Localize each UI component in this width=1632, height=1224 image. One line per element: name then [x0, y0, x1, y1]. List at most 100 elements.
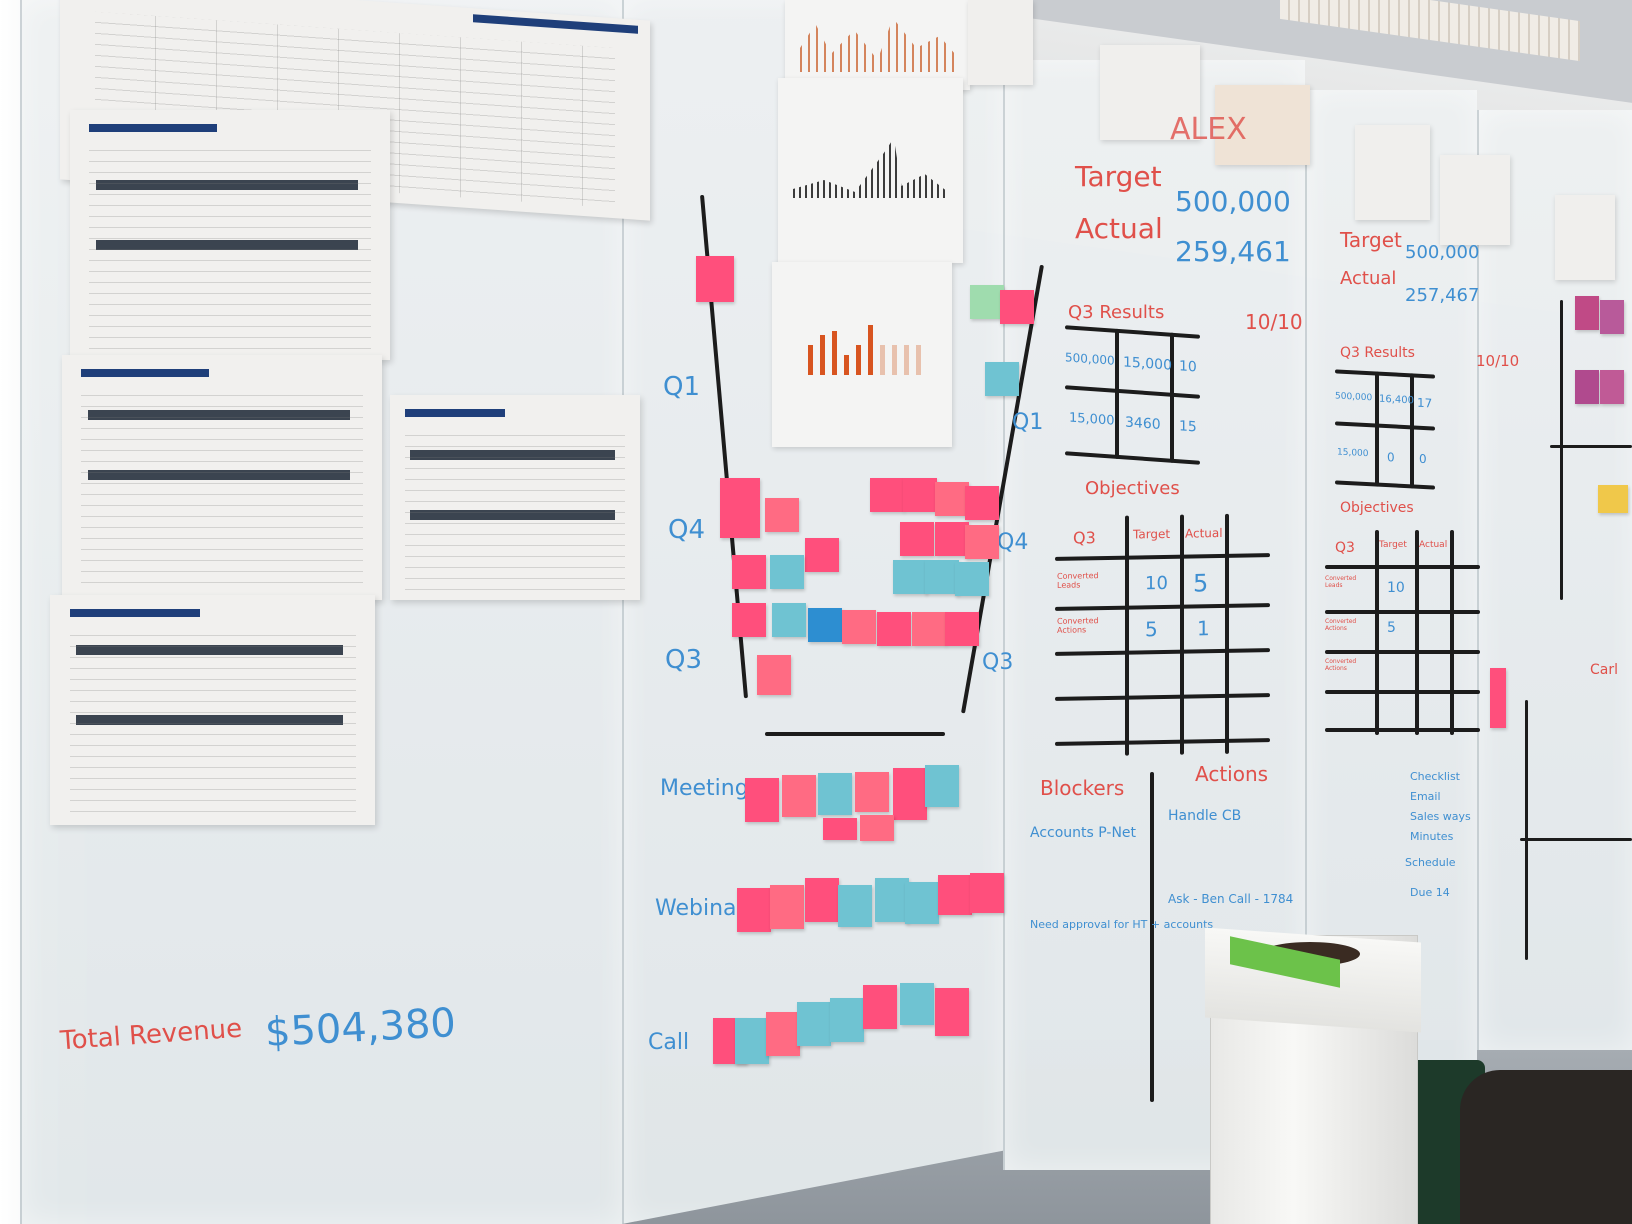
- board-c-axis-vertical-2: [1525, 700, 1528, 960]
- funnel-label-q4-right: Q4: [997, 530, 1029, 555]
- sticky-note: [737, 888, 771, 932]
- hung-sheet-2: [1100, 45, 1200, 140]
- sticky-note: [855, 772, 889, 812]
- ceiling-light: [1280, 0, 1580, 62]
- board-b-q3-grid: 500,000 16,400 17 15,000 0 0: [1335, 369, 1435, 490]
- board-b-actual-value: 257,467: [1405, 285, 1480, 306]
- sticky-note: [808, 608, 842, 642]
- printed-report-4: [50, 595, 375, 825]
- obj-header: Target: [1133, 526, 1171, 542]
- sticky-note: [1598, 485, 1628, 513]
- sticky-note: [757, 655, 791, 695]
- q3-cell: 15,000: [1123, 354, 1172, 374]
- sticky-note: [925, 765, 959, 807]
- sticky-note: [970, 873, 1004, 913]
- q3-cell: 3460: [1125, 414, 1161, 433]
- printed-bar-chart-top: [785, 0, 970, 90]
- q3-cell: 17: [1417, 395, 1433, 411]
- activity-label-webinar: Webinar: [655, 896, 746, 921]
- funnel-label-q3: Q3: [665, 645, 703, 675]
- board-b-objectives-label: Objectives: [1340, 500, 1414, 516]
- sticky-note: [823, 818, 857, 840]
- sticky-note: [732, 555, 766, 589]
- sticky-note: [1600, 300, 1624, 334]
- q3-cell: 15,000: [1069, 410, 1115, 429]
- sticky-note: [870, 478, 904, 512]
- sticky-note: [735, 1018, 769, 1064]
- sticky-note: [955, 562, 989, 596]
- sticky-note: [860, 815, 894, 841]
- printed-spike-chart: [778, 78, 963, 263]
- board-a-target-value: 500,000: [1175, 185, 1291, 218]
- board-a-actual-value: 259,461: [1175, 235, 1291, 268]
- obj-row-label: Converted Leads: [1325, 575, 1357, 589]
- board-a-action: Handle CB: [1168, 808, 1242, 824]
- sticky-note: [1600, 370, 1624, 404]
- sticky-note: [732, 603, 766, 637]
- printed-report-1: [70, 110, 390, 360]
- sticky-note: [1575, 296, 1599, 330]
- board-a-actual-label: Actual: [1075, 212, 1163, 245]
- printed-report-2: [62, 355, 382, 600]
- sticky-note: [863, 985, 897, 1029]
- sticky-note: [765, 498, 799, 532]
- q3-cell: 15,000: [1337, 447, 1369, 460]
- blockers-divider: [1150, 772, 1154, 1102]
- sticky-note: [938, 875, 972, 915]
- sticky-note: [1000, 290, 1034, 324]
- activity-label-call: Call: [648, 1030, 690, 1055]
- obj-row-label: Converted Actions: [1325, 658, 1357, 672]
- board-b-target-value: 500,000: [1405, 242, 1480, 263]
- board-b-checklist-item: Sales ways: [1410, 810, 1471, 823]
- sticky-note: [900, 522, 934, 556]
- funnel-label-q4: Q4: [668, 515, 706, 545]
- board-b-checklist-item: Checklist: [1410, 770, 1460, 783]
- activity-label-meeting: Meeting:: [660, 776, 757, 801]
- obj-header: Actual: [1185, 525, 1223, 541]
- funnel-label-q1: Q1: [663, 372, 701, 402]
- obj-target: 10: [1387, 580, 1405, 596]
- funnel-label-q3-right: Q3: [982, 650, 1014, 675]
- board-a-target-label: Target: [1075, 160, 1162, 193]
- obj-row-label: Converted Actions: [1325, 618, 1357, 632]
- q3-cell: 0: [1419, 451, 1427, 467]
- printed-report-3: [390, 395, 640, 600]
- sticky-note: [805, 878, 839, 922]
- sticky-note: [935, 522, 969, 556]
- board-a-action: Ask - Ben Call - 1784: [1168, 892, 1294, 906]
- board-c-label: Carl: [1590, 662, 1618, 678]
- board-b-objectives-grid: Q3 Target Actual Converted Leads 10 Conv…: [1325, 530, 1480, 735]
- sticky-note: [696, 256, 734, 302]
- sticky-note: [818, 773, 852, 815]
- hung-sheet-5: [1440, 155, 1510, 245]
- board-c-axis-horizontal-2: [1520, 838, 1632, 841]
- board-a-actions-label: Actions: [1195, 762, 1269, 786]
- q3-cell: 500,000: [1065, 350, 1115, 368]
- board-c-axis-horizontal: [1550, 445, 1632, 448]
- q3-cell: 15: [1179, 418, 1197, 436]
- obj-target: 5: [1145, 617, 1158, 642]
- sticky-note: [877, 612, 911, 646]
- q3-cell: 16,400: [1379, 393, 1414, 407]
- sticky-note: [903, 478, 937, 512]
- sticky-note: [1490, 668, 1506, 728]
- funnel-label-q1-right: Q1: [1012, 410, 1044, 435]
- sticky-note: [842, 610, 876, 644]
- obj-row-label: Converted Actions: [1057, 616, 1099, 635]
- board-b-checklist-item: Minutes: [1410, 830, 1454, 843]
- sticky-note: [838, 885, 872, 927]
- sticky-note: [935, 482, 969, 516]
- hung-sheet-6: [1555, 195, 1615, 280]
- obj-header: Q3: [1335, 540, 1355, 556]
- board-a-name: ALEX: [1170, 112, 1247, 147]
- obj-actual: 5: [1193, 569, 1209, 598]
- obj-header: Actual: [1419, 540, 1448, 550]
- q3-cell: 500,000: [1335, 391, 1373, 404]
- board-a-side-note: 10/10: [1245, 310, 1303, 334]
- office-chair: [1460, 1070, 1632, 1224]
- board-a-blocker: Need approval for HT + accounts: [1030, 918, 1214, 931]
- board-a-q3-grid: 500,000 15,000 10 15,000 3460 15: [1065, 325, 1200, 465]
- board-a-blockers-label: Blockers: [1040, 776, 1125, 800]
- board-c-axis-vertical: [1560, 300, 1563, 600]
